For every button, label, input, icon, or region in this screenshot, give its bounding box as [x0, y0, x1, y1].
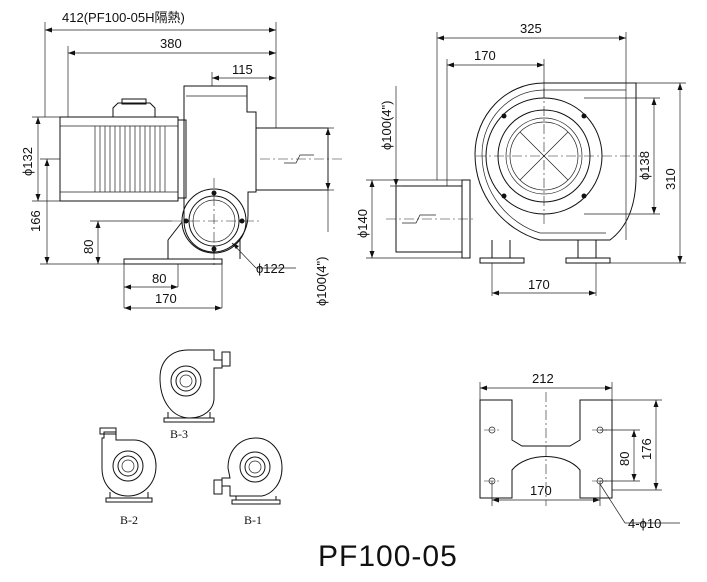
label-b1: B-1	[244, 513, 262, 527]
dim-foot-height: 80	[81, 240, 96, 254]
mounting-foot	[123, 221, 241, 265]
dim-base-hole-spacing: 170	[530, 483, 552, 498]
dim-length: 380	[160, 36, 182, 51]
dim-base-width: 212	[532, 371, 554, 386]
dim-base-holes: 4-ϕ10	[628, 516, 661, 531]
base-plate-dimensions: 212 176 80 170 4-ϕ10	[479, 371, 680, 531]
dim-base-inner: 80	[617, 452, 632, 466]
dim-front-inlet-pipe: ϕ100(4")	[379, 101, 394, 150]
orientation-b2: B-2	[99, 427, 157, 527]
front-base-left	[479, 257, 525, 264]
dim-base-depth: 176	[639, 438, 654, 460]
label-b2: B-2	[120, 513, 138, 527]
orientation-b1: B-1	[213, 437, 283, 527]
dim-front-base: 170	[528, 277, 550, 292]
label-b3: B-3	[170, 427, 188, 441]
base-plate-outline	[479, 399, 613, 499]
model-name: PF100-05	[318, 540, 458, 573]
dim-motor-dia: ϕ132	[20, 147, 35, 176]
front-view-dimensions: 325 170 ϕ100(4") ϕ140 ϕ138 310 170	[355, 21, 686, 296]
dim-inlet-dia: ϕ122	[256, 261, 285, 276]
motor-cooling-fins	[94, 126, 166, 192]
blower-housing	[183, 85, 257, 253]
orientation-b3: B-3	[159, 349, 231, 441]
front-base-right	[565, 257, 611, 264]
dim-front-flange-dia: ϕ140	[355, 209, 370, 238]
dim-outlet-offset: 115	[232, 62, 253, 77]
side-view	[59, 85, 342, 308]
dim-front-height: 310	[663, 168, 678, 190]
dim-outlet-pipe: ϕ100(4")	[314, 257, 329, 306]
dim-overall-length: 412(PF100-05H隔熱)	[62, 10, 185, 25]
dim-foot-inner: 80	[152, 271, 166, 286]
dim-front-outlet-offset: 170	[474, 48, 496, 63]
front-view	[386, 82, 640, 296]
scroll-housing	[474, 82, 637, 241]
side-view-dimensions: 412(PF100-05H隔熱) 380 115 ϕ132 166 80 80	[20, 10, 334, 311]
terminal-box	[112, 102, 156, 117]
dim-front-inlet-dia: ϕ138	[637, 151, 652, 180]
dim-center-height: 166	[28, 210, 43, 232]
dim-foot-outer: 170	[155, 291, 177, 306]
front-mounting-legs	[491, 240, 597, 258]
dim-front-width: 325	[520, 21, 542, 36]
